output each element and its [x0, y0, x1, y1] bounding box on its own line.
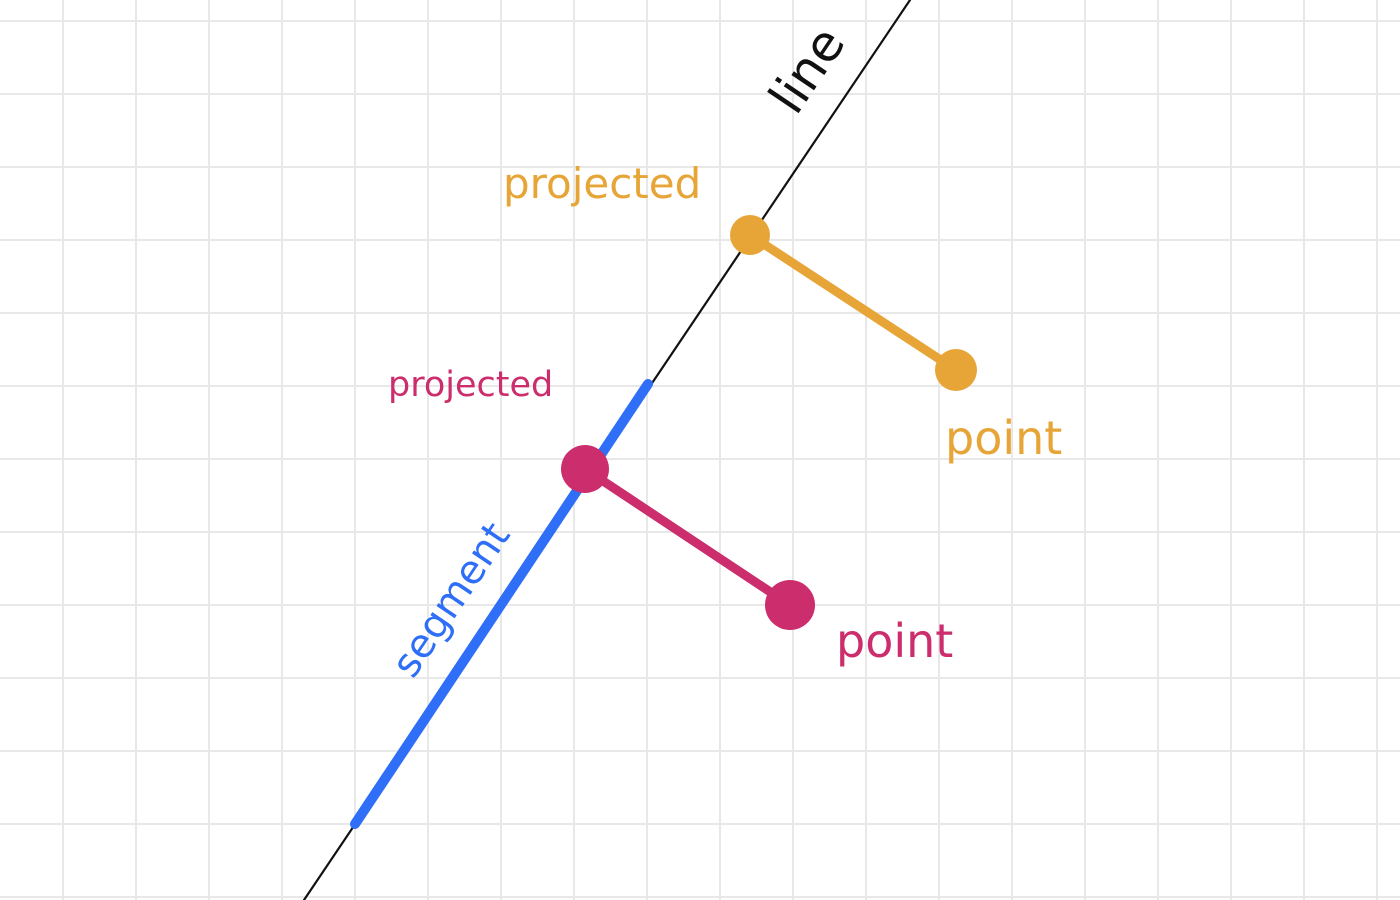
- magenta-projected-label: projected: [388, 365, 553, 405]
- magenta-projected-dot: [561, 445, 609, 493]
- orange-point-label: point: [945, 411, 1062, 465]
- magenta-point-dot: [765, 580, 815, 630]
- orange-point-dot: [935, 349, 977, 391]
- orange-projected-label: projected: [503, 159, 701, 208]
- orange-projected-dot: [730, 215, 770, 255]
- line-label: line: [758, 16, 857, 123]
- orange-projection-connector: [745, 230, 961, 375]
- magenta-projection-connector: [580, 464, 795, 610]
- magenta-point-label: point: [836, 614, 953, 668]
